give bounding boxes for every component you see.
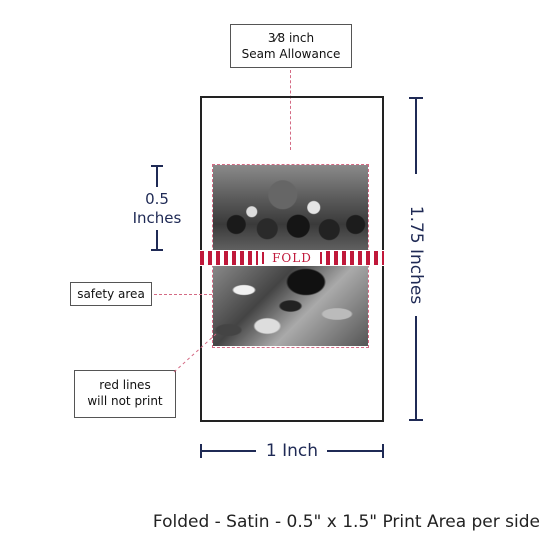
half-inch-unit: Inches (132, 209, 182, 227)
height-dim-line-upper (415, 97, 417, 174)
half-inch-dim-bottom-cap (151, 249, 163, 251)
bottom-print-image (213, 266, 368, 346)
red-lines-text: red lines (99, 378, 151, 392)
height-dim-label: 1.75 Inches (406, 205, 426, 305)
red-lines-leader (173, 333, 217, 373)
height-dim-line-lower (415, 316, 417, 421)
caption: Folded - Satin - 0.5" x 1.5" Print Area … (152, 512, 540, 532)
half-inch-value: 0.5 (145, 190, 169, 208)
seam-allowance-text: Seam Allowance (241, 47, 341, 61)
width-dim-label: 1 Inch (265, 441, 319, 461)
fold-stripes-right (326, 251, 384, 265)
safety-area-text: safety area (77, 287, 145, 301)
seam-allowance-callout: 3⁄8 inch Seam Allowance (230, 24, 352, 68)
fold-strip: FOLD (200, 250, 384, 266)
half-inch-dim-line-upper (156, 165, 158, 187)
seam-fraction-text: 3⁄8 inch (267, 31, 315, 45)
width-dim-line-left (200, 450, 256, 452)
top-print-image (213, 165, 368, 250)
fold-bracket-right (320, 252, 322, 264)
fold-label: FOLD (272, 251, 312, 265)
will-not-print-text: will not print (87, 394, 163, 408)
safety-leader-line (154, 294, 212, 295)
width-dim-line-right (327, 450, 383, 452)
red-lines-callout: red lines will not print (74, 370, 176, 418)
width-dim-right-cap (382, 444, 384, 458)
safety-area-callout: safety area (70, 282, 152, 306)
fold-stripes-left (200, 251, 258, 265)
height-dim-bottom-cap (409, 419, 423, 421)
seam-leader-line (290, 70, 291, 150)
half-inch-dim-line-lower (156, 230, 158, 250)
fold-bracket-left (262, 252, 264, 264)
